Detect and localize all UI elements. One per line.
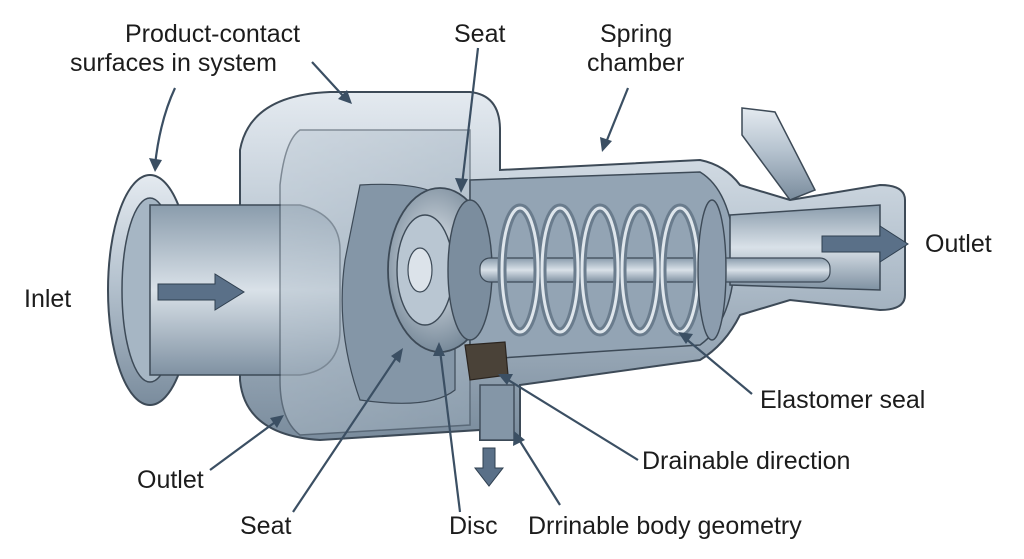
label-seat-bottom: Seat [240,512,291,540]
spring-end-cap [697,199,727,341]
drain-port [479,384,515,441]
label-outlet-right: Outlet [925,230,992,258]
label-elastomer-seal: Elastomer seal [760,386,925,414]
label-disc: Disc [449,512,498,540]
label-drainable-geometry: Drrinable body geometry [528,512,802,540]
label-product-contact-2: surfaces in system [70,49,277,77]
label-product-contact-1: Product-contact [125,20,300,48]
label-drainable-direction: Drainable direction [642,447,850,475]
label-outlet-bottom: Outlet [137,466,204,494]
leader-lines [149,47,753,513]
top-tab [741,107,817,201]
label-spring-2: chamber [587,49,684,77]
label-inlet: Inlet [24,285,71,313]
label-seat-top: Seat [454,20,505,48]
drain-flow-arrow [473,447,505,487]
outlet-flow-arrow [821,225,909,263]
label-spring-1: Spring [600,20,672,48]
disc-hub [407,247,433,293]
inlet-flow-arrow [157,273,245,311]
